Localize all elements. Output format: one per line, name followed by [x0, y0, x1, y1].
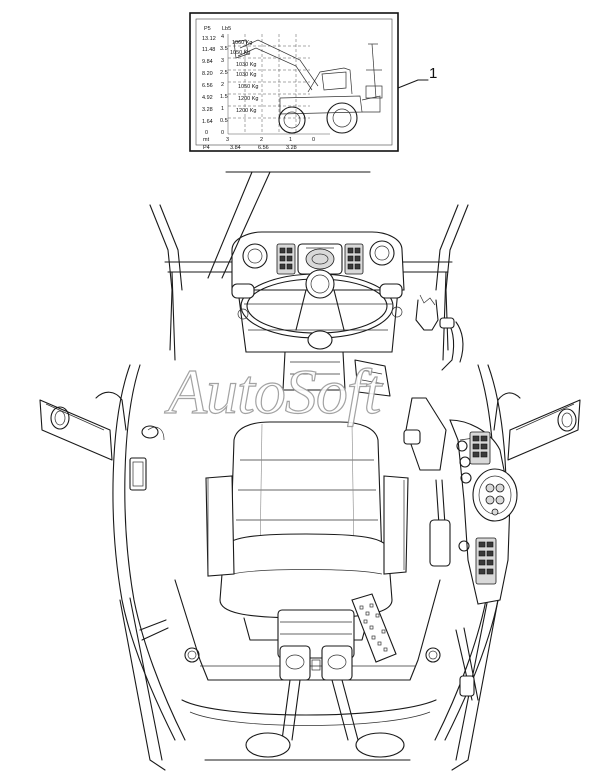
load-label: 1200 Kg	[238, 96, 259, 102]
inner-value: 2.5	[220, 70, 228, 76]
callout-number: 1	[429, 65, 437, 82]
bottom-ft-value: 3.84	[230, 145, 241, 151]
bottom-value: 0	[312, 137, 315, 143]
operator-seat	[205, 421, 409, 641]
inner-value: 3.5	[220, 46, 228, 52]
left-value: 11.48	[202, 47, 215, 53]
load-label: 1060 Kg	[232, 40, 253, 46]
left-value: 4.92	[202, 95, 213, 101]
bottom-value: 1	[289, 137, 292, 143]
left-axis-label: P5	[204, 26, 211, 32]
bottom-axis-label: P4	[203, 145, 210, 151]
inner-value: 1.5	[220, 94, 228, 100]
bottom-value: 3	[226, 137, 229, 143]
inner-value: 0	[221, 130, 224, 136]
unit-label: Lb5	[222, 26, 231, 32]
load-label: 1030 Kg	[236, 72, 257, 78]
gear-selector	[415, 294, 464, 371]
load-label: 1200 Kg	[236, 108, 257, 114]
inner-value: 2	[221, 82, 224, 88]
right-gauge	[369, 240, 395, 266]
side-control-lever	[403, 397, 451, 567]
load-label: 1050 Kg	[238, 84, 259, 90]
inner-value: 4	[221, 34, 224, 40]
steering-column-base	[282, 351, 391, 397]
left-floor-mount	[184, 647, 200, 663]
bottom-ft-value: 3.28	[286, 145, 297, 151]
left-wall-controls	[129, 425, 165, 491]
load-label: 1030 Kg	[236, 62, 257, 68]
right-side-mirror	[493, 392, 581, 461]
load-chart-decal: P5 Lb5 13.12 11.48 9.84 8.20 6.56 4.92 3…	[189, 12, 399, 152]
corner-label: mt	[203, 137, 210, 143]
accelerator-pedal	[351, 593, 397, 663]
left-value: 8.20	[202, 71, 213, 77]
brake-pedals	[245, 609, 405, 758]
inner-value: 1	[221, 106, 224, 112]
left-value: 6.56	[202, 83, 213, 89]
left-value: 3.28	[202, 107, 213, 113]
steering-console	[231, 231, 405, 353]
steering-wheel	[240, 269, 394, 350]
left-value: 9.84	[202, 59, 213, 65]
left-value: 1.64	[202, 119, 213, 125]
left-value: 0	[205, 130, 208, 136]
watermark-text: AutoSoft	[164, 356, 384, 427]
right-floor-mount	[425, 647, 441, 663]
bottom-ft-value: 6.56	[258, 145, 269, 151]
inner-value: 3	[221, 58, 224, 64]
bottom-value: 2	[260, 137, 263, 143]
right-control-panel	[449, 419, 518, 605]
panel-gauge	[472, 468, 518, 522]
left-side-mirror	[39, 391, 127, 461]
left-value: 13.12	[202, 36, 216, 42]
tractor-silhouette	[233, 39, 383, 134]
load-label: 1050 Kg	[230, 50, 251, 56]
left-gauge	[242, 243, 268, 269]
leader-lines	[207, 79, 429, 279]
inner-value: 0.5	[220, 118, 228, 124]
